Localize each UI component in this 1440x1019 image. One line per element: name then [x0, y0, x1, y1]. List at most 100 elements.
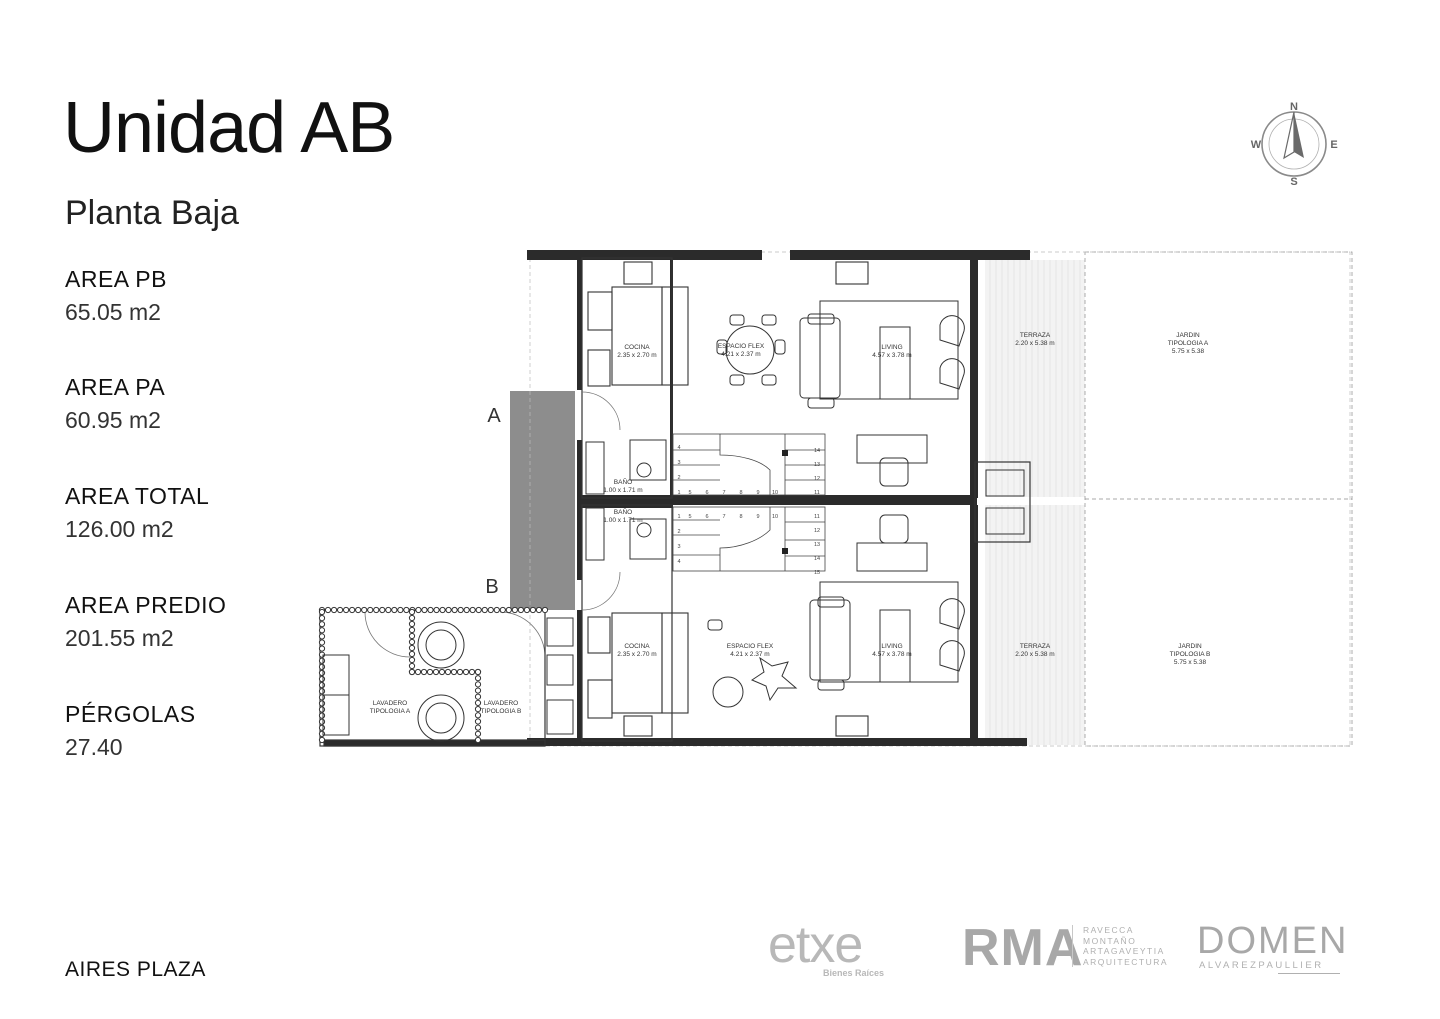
pergola-post	[408, 620, 416, 628]
compass-w: W	[1251, 139, 1262, 151]
pergola-post	[439, 606, 446, 614]
furniture	[707, 300, 965, 708]
room-dims: 5.75 x 5.38	[1172, 348, 1205, 355]
pergola-post	[474, 681, 482, 688]
pergola-post	[535, 606, 543, 614]
stair-step-number: 5	[688, 514, 691, 520]
stair-step-number: 12	[814, 528, 820, 534]
pergola-post	[408, 632, 416, 640]
pergola-post	[433, 606, 440, 614]
pergola-post	[421, 606, 428, 614]
stat-value: 201.55 m2	[65, 625, 174, 651]
pergola-post	[318, 730, 326, 738]
pergola-post	[318, 639, 326, 646]
compass-e: E	[1330, 139, 1337, 151]
pergola-post	[408, 656, 416, 664]
pergola-post	[349, 606, 356, 614]
pergola-post	[318, 694, 326, 701]
stat-area-total: AREA TOTAL 126.00 m2	[65, 482, 209, 544]
room-living-b: LIVING	[881, 643, 902, 650]
pergola-post	[408, 626, 416, 634]
pergola-post	[318, 663, 326, 670]
room-dims: 1.00 x 1.71 m	[603, 487, 642, 494]
stair-step-number: 14	[814, 448, 820, 454]
pergola-post	[408, 650, 416, 658]
pergola-post	[474, 724, 482, 731]
room-sub: TIPOLOGIA A	[370, 708, 411, 715]
room-dims: 4.21 x 2.37 m	[721, 351, 760, 358]
room-cocina-a: COCINA	[624, 344, 650, 351]
pergola-post	[318, 675, 326, 683]
door-swings	[364, 391, 621, 658]
stat-label: AREA PB	[65, 266, 167, 292]
pergola-post	[408, 638, 416, 646]
pergola-post	[438, 668, 446, 676]
pergola-post	[318, 614, 326, 622]
pergola-post	[397, 606, 404, 614]
logo-domen: DOMEN	[1197, 920, 1349, 962]
room-bano-a: BAÑO	[614, 477, 632, 486]
logo-etxe: etxe	[768, 916, 863, 974]
stat-label: PÉRGOLAS	[65, 701, 196, 727]
stair-step-number: 11	[814, 514, 820, 520]
pergola-post	[474, 730, 482, 737]
room-dims: 4.57 x 3.78 m	[872, 352, 911, 359]
pergola-post	[361, 606, 368, 614]
pergola-post	[487, 606, 494, 614]
staircase	[672, 433, 826, 572]
pergola-post	[474, 693, 482, 700]
stair-step-number: 5	[688, 490, 691, 496]
stair-step-number: 10	[772, 490, 778, 496]
pergola-post	[450, 668, 458, 676]
stair-step-number: 1	[677, 490, 680, 496]
room-terraza-b: TERRAZA	[1020, 643, 1051, 650]
stair-step-number: 6	[705, 490, 708, 496]
stair-step-number: 9	[756, 514, 759, 520]
pergola-post	[318, 712, 326, 719]
room-sub: TIPOLOGIA B	[481, 708, 522, 715]
stair-step-number: 4	[677, 559, 680, 565]
pergola-post	[385, 606, 392, 614]
page-title: Unidad AB	[63, 88, 395, 168]
pergola-post	[420, 668, 428, 676]
logo-domen-sub: ALVAREZPAULLIER	[1199, 960, 1324, 971]
room-labels: COCINA 2.35 x 2.70 m ESPACIO FLEX 4.21 x…	[370, 332, 1211, 715]
pergola-post	[318, 627, 326, 634]
pergola-post	[379, 606, 386, 614]
party-wall	[510, 391, 575, 610]
pergola-post	[505, 606, 512, 614]
stair-step-number: 15	[814, 570, 820, 576]
rma-line: RAVECCA	[1083, 925, 1134, 935]
pergola-post	[336, 606, 344, 614]
room-lavadero-a: LAVADERO	[373, 700, 407, 707]
stair-step-number: 13	[814, 462, 820, 468]
pergola-post	[409, 606, 416, 614]
stat-value: 126.00 m2	[65, 516, 174, 542]
pergola-post	[462, 668, 470, 676]
room-jardin-b: JARDIN	[1178, 643, 1202, 650]
pergola-post	[318, 645, 326, 652]
stat-label: AREA PA	[65, 374, 166, 400]
room-lavadero-b: LAVADERO	[484, 700, 518, 707]
pergola-post	[355, 606, 362, 614]
stair-step-number: 12	[814, 476, 820, 482]
compass-n: N	[1290, 101, 1298, 113]
pergola-post	[324, 606, 332, 614]
pergola-post	[469, 606, 476, 614]
stair-step-number: 14	[814, 556, 820, 562]
pergola-post	[474, 718, 482, 725]
pergola-post	[408, 608, 416, 616]
pergola-post	[318, 633, 326, 640]
pergola-post	[318, 606, 326, 614]
pergola-post	[474, 687, 482, 694]
pergola-border	[319, 609, 546, 747]
logo-divider	[1072, 925, 1073, 967]
pergola-post	[474, 675, 482, 682]
pergola-post	[318, 718, 326, 725]
marker-a: A	[487, 405, 501, 427]
pergola-post	[408, 644, 416, 652]
pergola-post	[463, 606, 470, 614]
pergola-post	[481, 606, 488, 614]
stat-label: AREA PREDIO	[65, 592, 227, 618]
stat-label: AREA TOTAL	[65, 483, 210, 509]
